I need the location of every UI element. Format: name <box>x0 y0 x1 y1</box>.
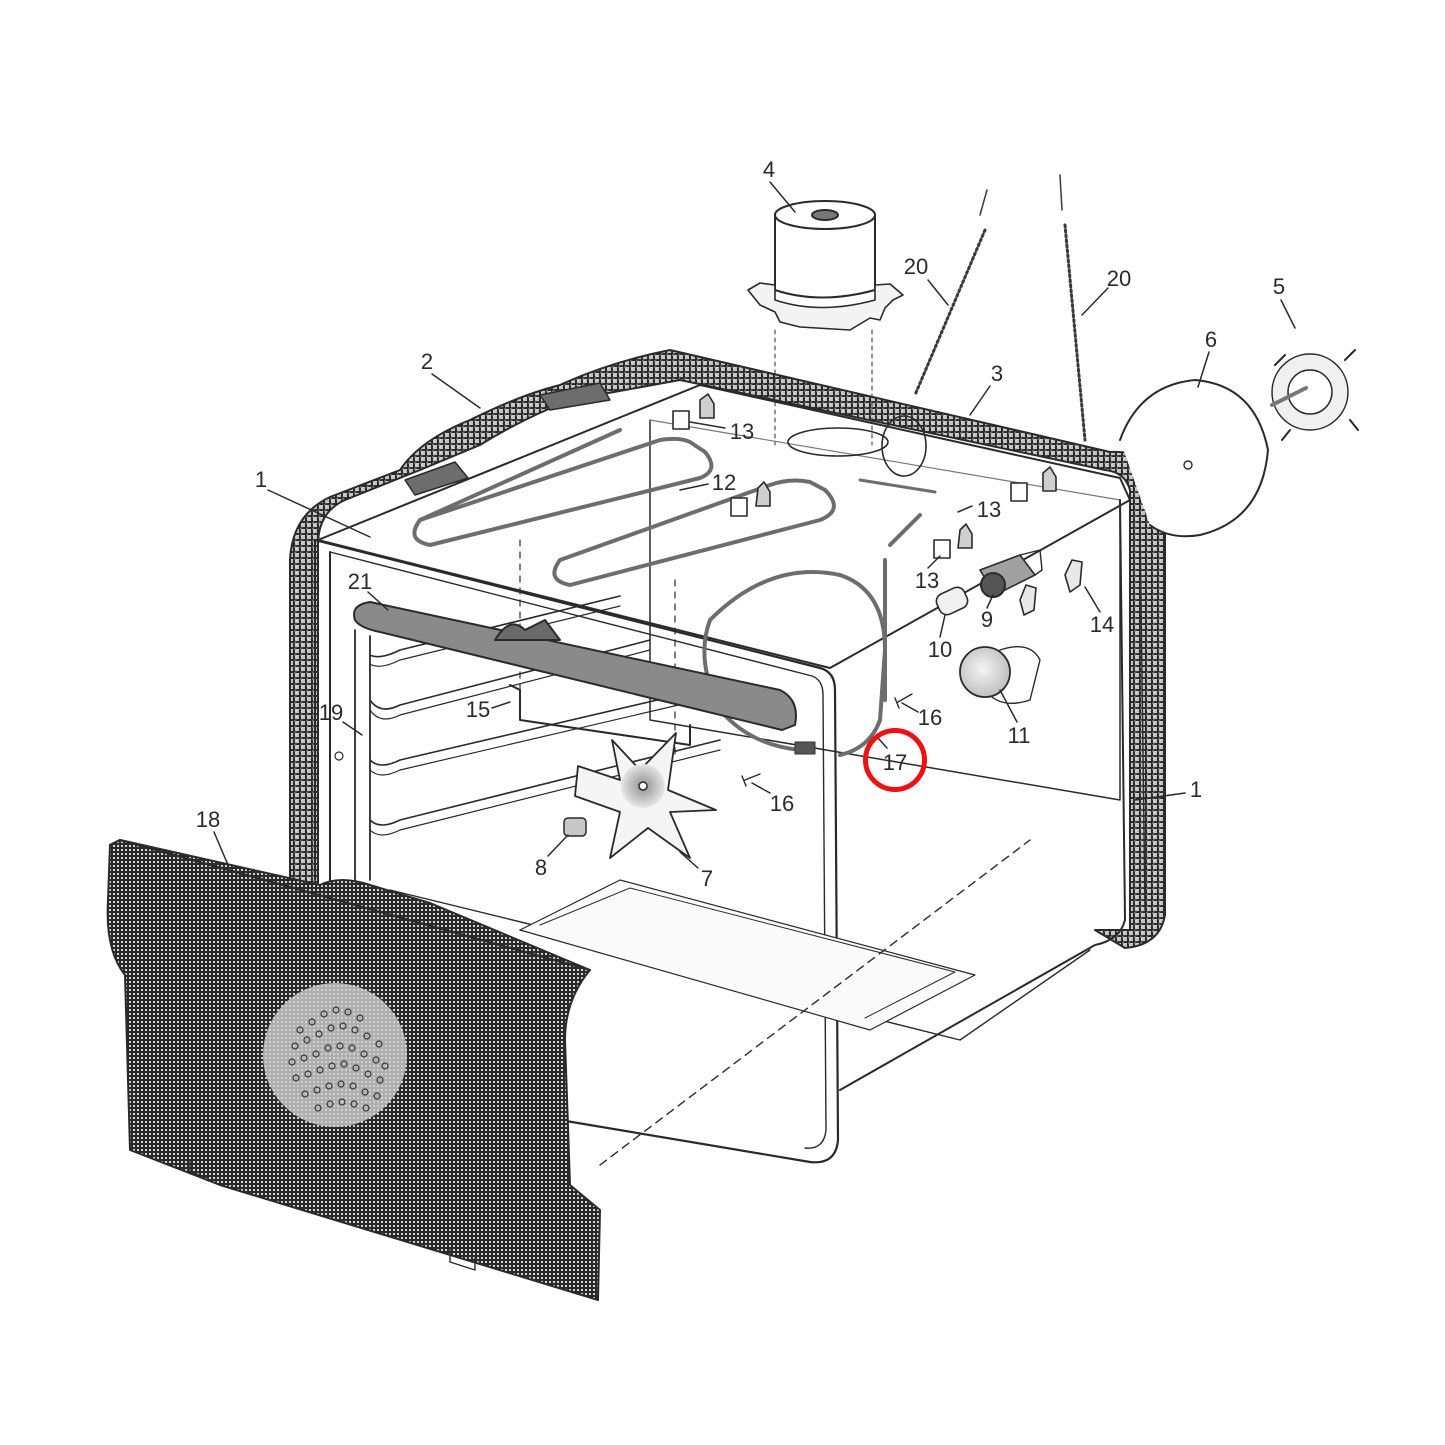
part-label-11: 11 <box>1007 723 1031 748</box>
screw <box>741 693 913 787</box>
tension-spring <box>913 174 1087 442</box>
element-clips <box>672 393 1057 559</box>
part-label-6: 6 <box>1204 327 1218 352</box>
part-label-21: 21 <box>347 569 373 594</box>
lamp-cover <box>959 646 1041 704</box>
fan-cover <box>747 200 904 446</box>
leader-lines <box>213 181 1296 869</box>
part-label-12: 12 <box>711 470 737 495</box>
part-label-1: 1 <box>254 467 268 492</box>
part-label-13: 13 <box>729 419 755 444</box>
fan-opening <box>787 415 937 494</box>
part-label-5: 5 <box>1272 274 1286 299</box>
fan-nut <box>563 817 587 837</box>
part-label-20: 20 <box>1106 266 1132 291</box>
clip <box>1019 559 1083 616</box>
part-label-14: 14 <box>1089 612 1115 637</box>
grill-element <box>412 428 836 587</box>
small-lamp <box>935 586 969 616</box>
support-rod <box>509 684 691 746</box>
part-label-16: 16 <box>917 705 943 730</box>
part-label-19: 19 <box>318 700 344 725</box>
part-label-16: 16 <box>769 791 795 816</box>
highlight-circle-part-17 <box>863 728 927 792</box>
part-label-4: 4 <box>762 157 776 182</box>
front-trim-bar <box>353 601 797 731</box>
fan-blade <box>574 732 717 859</box>
part-label-1: 1 <box>1189 777 1203 802</box>
shelf-runner <box>334 595 721 881</box>
part-label-7: 7 <box>700 866 714 891</box>
part-label-20: 20 <box>903 254 929 279</box>
lamp-holder <box>979 549 1043 598</box>
vent-holes-icon <box>288 1006 389 1112</box>
front-panel <box>106 838 601 1301</box>
part-label-8: 8 <box>534 855 548 880</box>
part-label-13: 13 <box>976 497 1002 522</box>
part-label-3: 3 <box>990 361 1004 386</box>
part-label-2: 2 <box>420 349 434 374</box>
oven-cavity <box>313 384 1146 1166</box>
part-label-13: 13 <box>914 568 940 593</box>
part-label-10: 10 <box>927 637 953 662</box>
fan-back-plate <box>1119 379 1269 538</box>
part-label-9: 9 <box>980 607 994 632</box>
part-label-18: 18 <box>195 807 221 832</box>
part-label-15: 15 <box>465 697 491 722</box>
fan-motor <box>1270 349 1359 441</box>
